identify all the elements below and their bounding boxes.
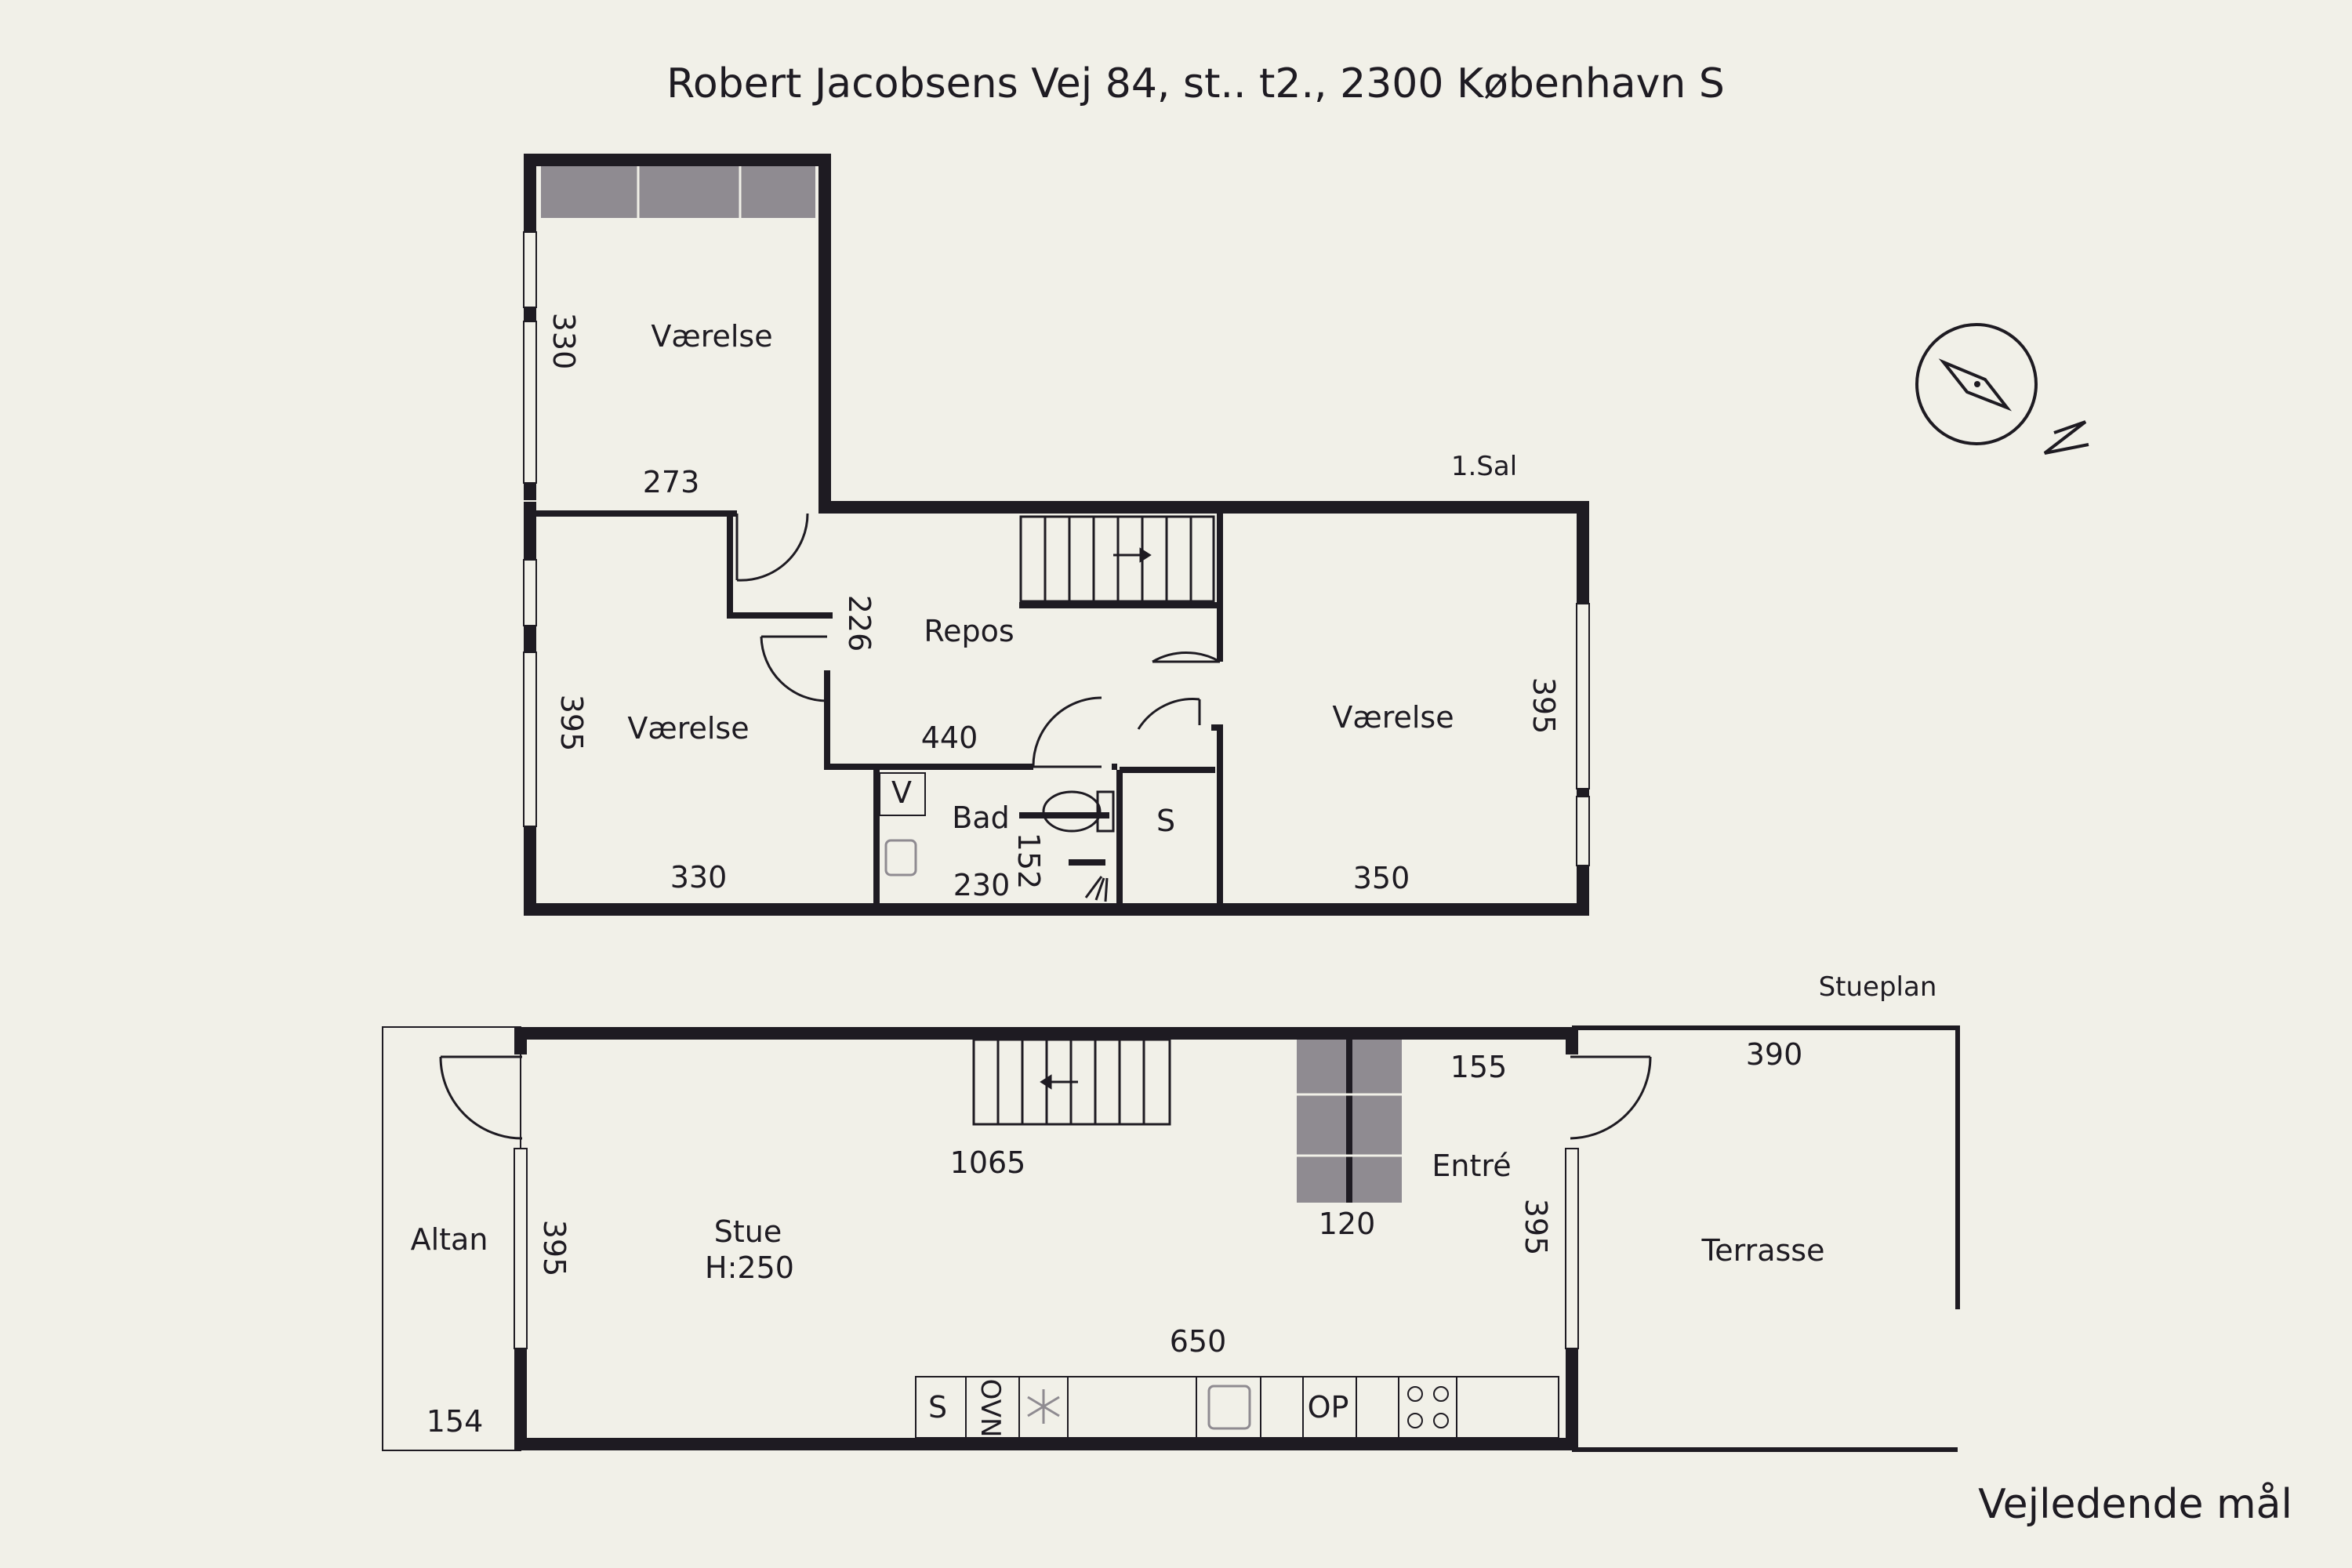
wardrobe xyxy=(1297,1040,1402,1203)
dimension-label: 154 xyxy=(426,1404,484,1439)
room-name: Entré xyxy=(1432,1149,1511,1183)
room-name: Terrasse xyxy=(1701,1233,1825,1268)
dimension-label: 120 xyxy=(1319,1207,1376,1241)
window xyxy=(514,1148,1579,1349)
room-name: S xyxy=(1156,804,1175,838)
washer-label: V xyxy=(891,775,912,810)
dimension-label: 395 xyxy=(554,695,589,752)
ground-floor: Stueplan Altan 154 Stue H:250 395 1065 6… xyxy=(382,971,1960,1452)
dimension-label: 230 xyxy=(953,868,1011,902)
disclaimer: Vejledende mål xyxy=(1978,1481,2292,1528)
door xyxy=(735,513,1221,768)
washer xyxy=(879,772,926,816)
room-name: Repos xyxy=(924,614,1014,648)
sink-icon xyxy=(1207,1385,1251,1430)
dimension-label: 273 xyxy=(643,465,700,499)
kitchen-label: S xyxy=(928,1390,947,1425)
room-name: Bad xyxy=(952,800,1009,835)
dimension-label: 395 xyxy=(1519,1199,1553,1256)
dimension-label: 226 xyxy=(842,595,877,652)
dimension-label: 650 xyxy=(1170,1324,1227,1359)
toilet-icon xyxy=(1042,790,1115,833)
kitchen-counter xyxy=(915,1376,1559,1439)
dimension-label: 1065 xyxy=(950,1145,1026,1180)
address-title: Robert Jacobsens Vej 84, st.. t2., 2300 … xyxy=(666,60,1725,107)
wardrobe xyxy=(541,166,815,218)
cooktop-icon xyxy=(1407,1386,1449,1428)
dimension-label: 330 xyxy=(546,313,581,370)
upper-floor: 1.Sal Værelse 330 273 Repos 226 440 Være… xyxy=(523,154,1590,916)
dimension-label: 390 xyxy=(1746,1037,1803,1072)
room-name: Værelse xyxy=(651,319,772,354)
room-name: Værelse xyxy=(627,711,749,746)
room-name: Værelse xyxy=(1332,700,1454,735)
stairs xyxy=(972,1038,1171,1126)
door xyxy=(439,1055,1652,1140)
floor-label-ground: Stueplan xyxy=(1819,971,1937,1003)
floor-label-upper: 1.Sal xyxy=(1451,451,1517,482)
room-height: H:250 xyxy=(705,1250,794,1285)
room-name: Altan xyxy=(411,1222,488,1257)
dimension-label: 152 xyxy=(1011,833,1046,890)
dimension-label: 330 xyxy=(670,860,728,895)
north-icon xyxy=(2043,420,2089,455)
room-name: Stue xyxy=(714,1214,782,1249)
compass-icon xyxy=(1915,323,2038,445)
shower-icon xyxy=(1084,876,1109,902)
dimension-label: 350 xyxy=(1353,861,1410,895)
window xyxy=(523,231,1590,866)
stairs xyxy=(1019,515,1215,603)
dimension-label: 395 xyxy=(1526,677,1561,735)
kitchen-label: OVN xyxy=(975,1379,1006,1438)
dimension-label: 440 xyxy=(921,720,978,755)
kitchen-label: OP xyxy=(1308,1390,1349,1425)
sink-icon xyxy=(884,839,917,877)
dimension-label: 155 xyxy=(1450,1050,1508,1084)
dimension-label: 395 xyxy=(537,1220,572,1277)
freezer-icon xyxy=(1027,1389,1060,1424)
